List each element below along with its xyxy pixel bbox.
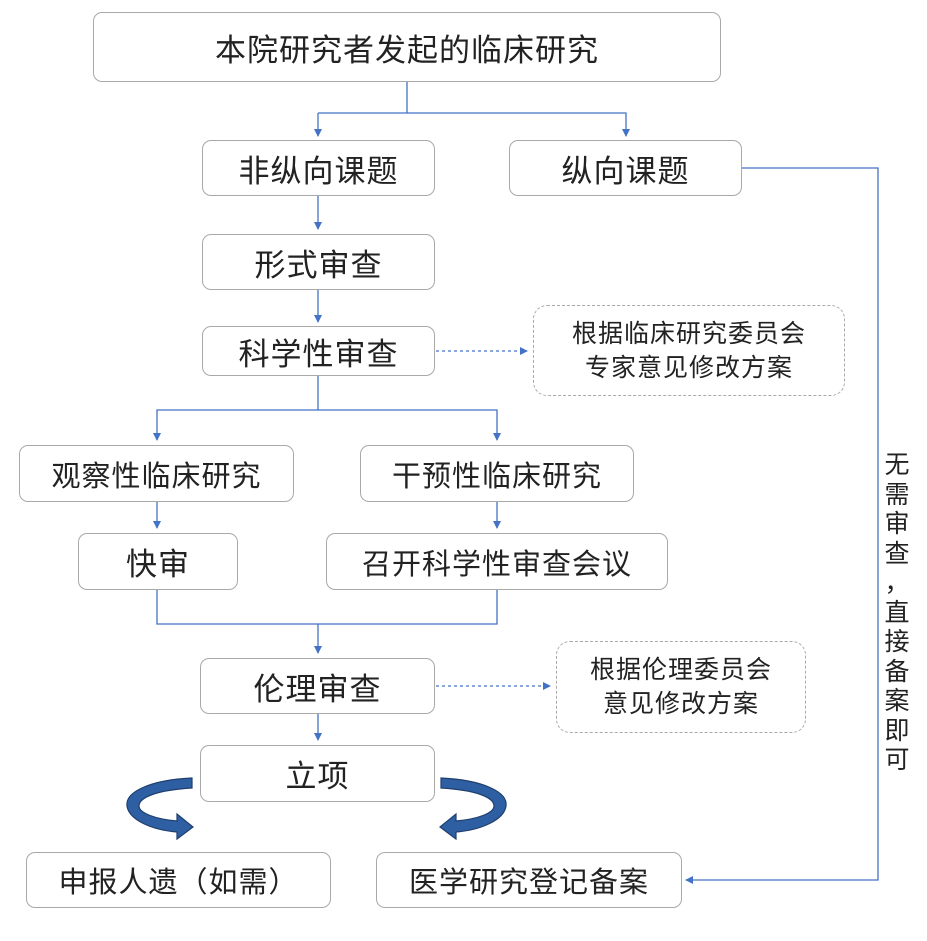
- side-note-char: 接: [884, 627, 910, 656]
- connector-merge: [156, 590, 498, 625]
- approval-node: 立项: [200, 745, 435, 802]
- formal-review-node: 形式审查: [202, 234, 435, 290]
- observational-study-node: 观察性临床研究: [19, 445, 294, 502]
- connector-science-split: [153, 376, 319, 441]
- connector-vertical-bypass: [685, 167, 879, 884]
- side-note-char: 直: [884, 597, 910, 627]
- side-note-char: 无: [884, 450, 910, 479]
- side-note-char: 需: [884, 479, 910, 509]
- registration-node: 医学研究登记备案: [376, 852, 682, 908]
- genetics-filing-node: 申报人遗（如需）: [26, 852, 331, 908]
- science-review-node: 科学性审查: [202, 326, 435, 376]
- side-note-char: 即: [884, 715, 910, 745]
- connector-to-vertical: [407, 112, 630, 137]
- ethics-feedback-note: 根据伦理委员会 意见修改方案: [556, 641, 806, 733]
- ethics-feedback-line-2: 意见修改方案: [602, 689, 759, 718]
- ethics-feedback-line-1: 根据伦理委员会: [589, 655, 772, 684]
- side-note-char: ，: [884, 568, 910, 597]
- side-note-char: 审: [884, 509, 910, 538]
- science-feedback-line-1: 根据临床研究委员会: [571, 318, 806, 348]
- side-note-char: 可: [884, 745, 910, 774]
- side-note-char: 查: [884, 538, 910, 568]
- side-note-char: 备: [884, 656, 910, 686]
- connector-root-branch: [318, 82, 408, 114]
- vertical-node: 纵向课题: [509, 140, 742, 196]
- science-meeting-node: 召开科学性审查会议: [326, 533, 668, 590]
- fast-review-node: 快审: [78, 533, 238, 590]
- science-feedback-line-2: 专家意见修改方案: [584, 352, 793, 382]
- non-vertical-node: 非纵向课题: [202, 140, 435, 196]
- interventional-study-node: 干预性临床研究: [360, 445, 634, 502]
- curved-arrow-left-icon: [126, 777, 194, 841]
- ethics-review-node: 伦理审查: [200, 658, 435, 714]
- science-feedback-note: 根据临床研究委员会 专家意见修改方案: [533, 305, 845, 396]
- vertical-bypass-note: 无 需 审 查 ， 直 接 备 案 即 可: [880, 450, 914, 775]
- side-note-char: 案: [884, 686, 910, 715]
- connector-science-split-right: [318, 409, 501, 441]
- root-node: 本院研究者发起的临床研究: [93, 12, 721, 82]
- curved-arrow-right-icon: [439, 777, 507, 841]
